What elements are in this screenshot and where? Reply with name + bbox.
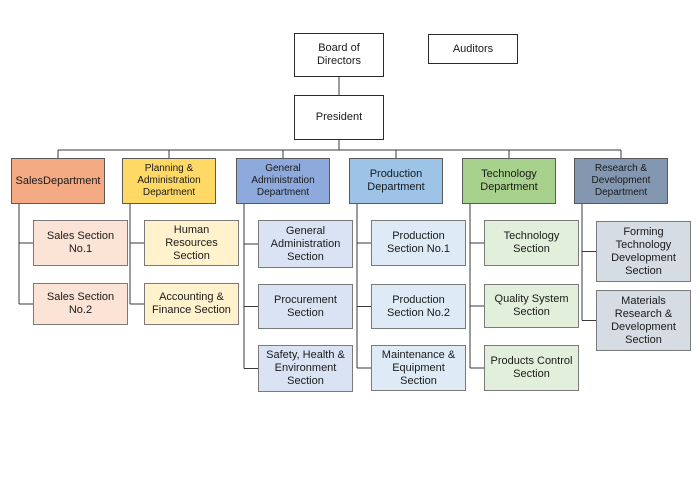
section-general-3: Safety, Health & Environment Section — [258, 345, 353, 392]
section-technology-3: Products Control Section — [484, 345, 579, 391]
department-technology: Technology Department — [462, 158, 556, 204]
section-production-1: Production Section No.1 — [371, 220, 466, 266]
section-production-3: Maintenance & Equipment Section — [371, 345, 466, 391]
section-general-1: General Administration Section — [258, 220, 353, 268]
department-research: Research & Development Department — [574, 158, 668, 204]
president-box: President — [294, 95, 384, 140]
section-technology-2: Quality System Section — [484, 284, 579, 328]
section-planning-2: Accounting & Finance Section — [144, 283, 239, 325]
department-planning: Planning & Administration Department — [122, 158, 216, 204]
section-sales-2: Sales Section No.2 — [33, 283, 128, 325]
section-research-2: Materials Research & Development Section — [596, 290, 691, 351]
section-sales-1: Sales Section No.1 — [33, 220, 128, 266]
section-planning-1: Human Resources Section — [144, 220, 239, 266]
section-technology-1: Technology Section — [484, 220, 579, 266]
department-sales: SalesDepartment — [11, 158, 105, 204]
department-production: Production Department — [349, 158, 443, 204]
auditors-box: Auditors — [428, 34, 518, 64]
department-general: General Administration Department — [236, 158, 330, 204]
board-of-directors-box: Board of Directors — [294, 33, 384, 77]
section-research-1: Forming Technology Development Section — [596, 221, 691, 282]
section-production-2: Production Section No.2 — [371, 284, 466, 329]
section-general-2: Procurement Section — [258, 284, 353, 329]
